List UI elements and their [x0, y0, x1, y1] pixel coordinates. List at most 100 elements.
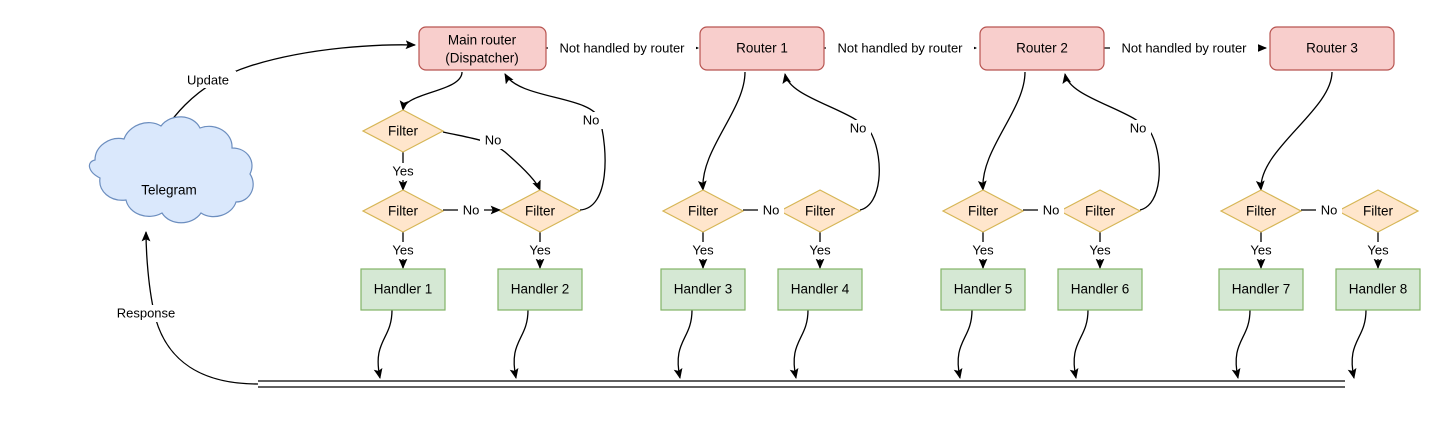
node-filter-2[interactable]: Filter [498, 189, 582, 233]
label-bg [386, 242, 420, 259]
label-bg [803, 242, 837, 259]
edge-filter2-no-to-mainrouter [504, 73, 606, 211]
not-handled-label-2: Not handled by router [837, 40, 963, 55]
handler-4-label: Handler 4 [791, 282, 850, 297]
edge-filter0-no-to-filter2 [442, 131, 541, 191]
filter-3-diamond [661, 189, 745, 233]
router-1-label: Router 1 [736, 41, 788, 56]
node-handler-6[interactable]: Handler 6 [1057, 268, 1143, 311]
node-handler-5[interactable]: Handler 5 [940, 268, 1026, 311]
filter-4-label: Filter [805, 204, 836, 219]
filter-1-label: Filter [388, 204, 419, 219]
node-handler-8[interactable]: Handler 8 [1335, 268, 1421, 311]
edge-router1-to-filter3 [697, 71, 746, 192]
label-bg [1125, 120, 1151, 137]
yes-label-7: Yes [1089, 242, 1111, 257]
edge-label-no-3: No [458, 202, 484, 219]
edge-handler3-to-collector [673, 309, 693, 380]
label-bg [826, 40, 974, 57]
filter-0-diamond [361, 109, 445, 153]
edge-label-yes-9: Yes [1361, 242, 1395, 259]
edge-label-no-4: No [845, 120, 871, 137]
node-router-1[interactable]: Router 1 [699, 26, 825, 71]
handler-1-box [360, 268, 446, 311]
label-bg [458, 202, 484, 219]
telegram-cloud-node[interactable]: Telegram [88, 116, 254, 224]
node-router-3[interactable]: Router 3 [1269, 26, 1395, 71]
filter-5-diamond [941, 189, 1025, 233]
no-label-6: No [1130, 120, 1147, 135]
yes-label-5: Yes [809, 242, 831, 257]
node-handler-7[interactable]: Handler 7 [1218, 268, 1304, 311]
main-router-box [418, 26, 547, 71]
node-filter-1[interactable]: Filter [361, 189, 445, 233]
node-handler-2[interactable]: Handler 2 [497, 268, 583, 311]
filter-5-label: Filter [968, 204, 999, 219]
handler-2-box [497, 268, 583, 311]
node-handler-1[interactable]: Handler 1 [360, 268, 446, 311]
handler-8-label: Handler 8 [1349, 282, 1408, 297]
edge-handler4-to-collector [789, 309, 809, 380]
label-bg [1244, 242, 1278, 259]
filter-3-label: Filter [688, 204, 719, 219]
router-2-label: Router 2 [1016, 41, 1068, 56]
label-bg [845, 120, 871, 137]
response-label: Response [117, 305, 176, 320]
edge-filter6-no-to-router2 [1062, 72, 1160, 211]
handler-8-box [1335, 268, 1421, 311]
edge-label-yes-5: Yes [803, 242, 837, 259]
edge-label-yes-4: Yes [686, 242, 720, 259]
edge-router2-to-filter5 [977, 71, 1026, 192]
node-main-router[interactable]: Main router (Dispatcher) [418, 26, 547, 71]
label-bg [108, 305, 184, 322]
edge-handler8-to-collector [1347, 309, 1367, 380]
router-3-label: Router 3 [1306, 41, 1358, 56]
main-router-label-line2: (Dispatcher) [445, 51, 519, 66]
node-filter-8[interactable]: Filter [1336, 189, 1420, 233]
filter-2-label: Filter [525, 204, 556, 219]
label-bg [548, 40, 696, 57]
telegram-label: Telegram [141, 183, 197, 198]
label-bg [386, 163, 420, 180]
edge-label-not-handled-1: Not handled by router [548, 40, 696, 57]
no-label-8: No [1321, 202, 1338, 217]
node-filter-0[interactable]: Filter [361, 109, 445, 153]
edge-handler7-to-collector [1231, 309, 1251, 380]
filter-6-diamond [1058, 189, 1142, 233]
handler-4-box [777, 268, 863, 311]
edge-label-yes-8: Yes [1244, 242, 1278, 259]
filter-7-label: Filter [1246, 204, 1277, 219]
node-handler-3[interactable]: Handler 3 [660, 268, 746, 311]
node-filter-3[interactable]: Filter [661, 189, 745, 233]
node-handler-4[interactable]: Handler 4 [777, 268, 863, 311]
handler-6-box [1057, 268, 1143, 311]
yes-label-9: Yes [1367, 242, 1389, 257]
node-filter-4[interactable]: Filter [778, 189, 862, 233]
yes-label-2: Yes [392, 242, 414, 257]
not-handled-label-1: Not handled by router [559, 40, 685, 55]
edge-label-no-5: No [758, 202, 784, 219]
router-1-box [699, 26, 825, 71]
main-router-label-line1: Main router [448, 33, 517, 48]
edge-label-yes-7: Yes [1083, 242, 1117, 259]
node-filter-6[interactable]: Filter [1058, 189, 1142, 233]
filter-4-diamond [778, 189, 862, 233]
edge-label-no-8: No [1316, 202, 1342, 219]
node-filter-7[interactable]: Filter [1219, 189, 1303, 233]
edge-label-no-2: No [578, 112, 604, 129]
node-filter-5[interactable]: Filter [941, 189, 1025, 233]
filter-2-diamond [498, 189, 582, 233]
edge-label-no-1: No [480, 132, 506, 149]
yes-label-4: Yes [692, 242, 714, 257]
handler-7-box [1218, 268, 1304, 311]
handler-3-box [660, 268, 746, 311]
no-label-2: No [583, 112, 600, 127]
yes-label-1: Yes [392, 163, 414, 178]
label-bg [966, 242, 1000, 259]
node-router-2[interactable]: Router 2 [979, 26, 1105, 71]
edge-label-no-6: No [1125, 120, 1151, 137]
label-bg [1110, 40, 1258, 57]
edge-label-yes-3: Yes [523, 242, 557, 259]
